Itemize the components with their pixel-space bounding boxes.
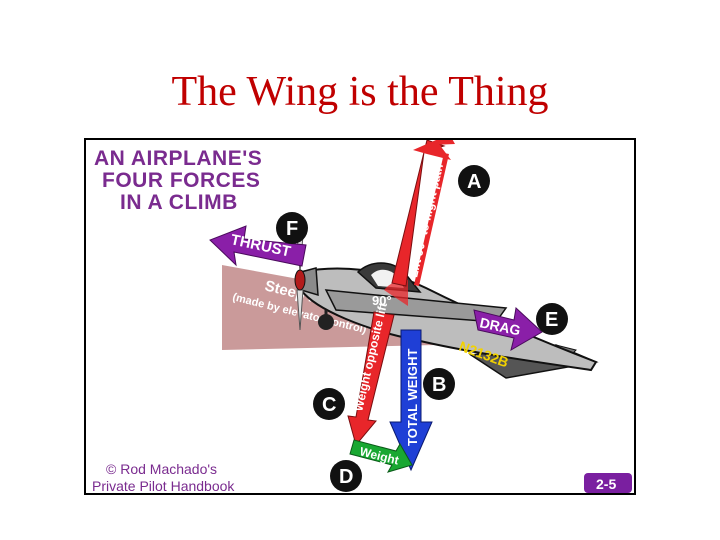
drag-arrow: [473, 307, 543, 352]
heading-line-1: AN AIRPLANE'S: [94, 147, 262, 170]
page-badge: 2-5: [584, 473, 632, 493]
badge-e: E: [536, 303, 568, 335]
weight-opposite-lift-arrow: [347, 311, 395, 447]
badge-a: A: [458, 165, 490, 197]
badge-f: F: [276, 212, 308, 244]
total-weight-label: TOTAL WEIGHT: [405, 348, 420, 446]
weight-component-arrow: [349, 439, 413, 473]
svg-text:F: F: [286, 218, 298, 240]
credit-line-2: Private Pilot Handbook: [92, 478, 235, 493]
svg-text:2-5: 2-5: [596, 476, 616, 492]
svg-text:C: C: [322, 394, 336, 416]
lift-arrow-head: [413, 140, 451, 160]
credit-line-1: © Rod Machado's: [106, 461, 217, 477]
badge-c: C: [313, 388, 345, 420]
svg-text:A: A: [467, 171, 481, 193]
svg-text:D: D: [339, 466, 353, 488]
total-weight-arrow: [389, 329, 433, 472]
thrust-arrow: [209, 225, 307, 267]
angle-label: 90°: [372, 293, 392, 308]
heading-line-2: FOUR FORCES: [102, 169, 260, 192]
weight-component-label: Weight: [358, 444, 400, 467]
right-angle-marker: [384, 279, 408, 306]
four-forces-diagram: AN AIRPLANE'S FOUR FORCES IN A CLIMB Ste…: [92, 140, 632, 493]
badge-d: D: [330, 460, 362, 492]
heading-line-3: IN A CLIMB: [120, 191, 238, 214]
badge-b: B: [423, 368, 455, 400]
four-forces-figure: AN AIRPLANE'S FOUR FORCES IN A CLIMB Ste…: [84, 138, 636, 495]
slide-title: The Wing is the Thing: [171, 69, 549, 115]
svg-text:E: E: [545, 309, 558, 331]
svg-text:B: B: [432, 374, 446, 396]
